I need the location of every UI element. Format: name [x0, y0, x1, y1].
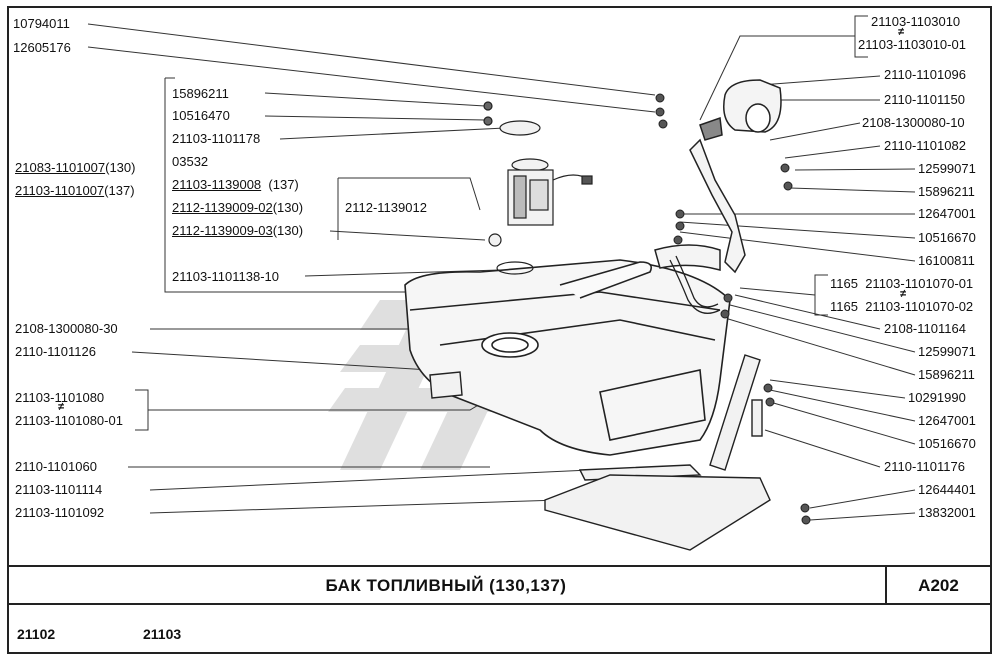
part-label: 2110-1101060 — [15, 459, 97, 474]
fuel-pump — [483, 101, 593, 275]
title-bar: БАК ТОПЛИВНЫЙ (130,137) A202 — [7, 565, 992, 605]
part-label: 03532 — [172, 154, 209, 169]
part-label: 21103-1103010 — [871, 14, 961, 29]
part-label: 15896211 — [918, 184, 975, 199]
part-label: 21103-1101080-01 — [15, 413, 123, 428]
variant-code: (130) — [272, 200, 304, 215]
variant-code: (137) — [268, 177, 299, 192]
part-label: 2112-1139009-02(130) — [172, 200, 303, 215]
quantity-code: 1165 — [830, 276, 858, 291]
page-code: A202 — [918, 576, 959, 595]
mounting-straps — [429, 354, 771, 551]
part-label: 21103-1101092 — [15, 505, 105, 520]
variant-code: (137) — [104, 183, 135, 198]
part-label: 10516670 — [918, 230, 976, 245]
part-label: 2110-1101096 — [884, 67, 966, 82]
part-label: 21103-1101178 — [172, 131, 261, 146]
not-equal-mark: ≠ — [898, 26, 905, 38]
filler-neck — [654, 79, 782, 274]
title-divider — [885, 567, 887, 603]
part-label: 10794011 — [13, 16, 70, 31]
variant-code: (130) — [272, 223, 304, 238]
part-label: 21103-1139008 (137) — [172, 177, 299, 192]
part-label: 10516470 — [172, 108, 230, 123]
variant-code: (130) — [105, 160, 136, 175]
part-number: 21103-1101007 — [15, 183, 105, 198]
part-label: 2112-1139009-03(130) — [172, 223, 303, 238]
part-label: 2108-1300080-30 — [15, 321, 118, 336]
not-equal-mark: ≠ — [900, 288, 907, 300]
model-code: 21102 — [17, 626, 56, 642]
part-number: 2112-1139009-03 — [172, 223, 273, 238]
drawing-frame — [7, 6, 992, 654]
part-number: 2112-1139009-02 — [172, 200, 273, 215]
quantity-code: 1165 — [830, 299, 858, 314]
part-label: 2110-1101150 — [884, 92, 965, 107]
part-label: 15896211 — [172, 86, 229, 101]
not-equal-mark: ≠ — [58, 401, 65, 413]
part-label: 12605176 — [13, 40, 71, 55]
page-title: БАК ТОПЛИВНЫЙ (130,137) — [325, 576, 567, 595]
part-number: 21103-1139008 — [172, 177, 262, 192]
part-label: 2110-1101126 — [15, 344, 96, 359]
model-code: 21103 — [143, 626, 182, 642]
part-label: 2108-1101164 — [884, 321, 966, 336]
part-label: 12599071 — [918, 344, 976, 359]
part-label: 1165 21103-1101070-02 — [830, 299, 973, 314]
fasteners — [655, 93, 811, 525]
part-label: 2110-1101176 — [884, 459, 965, 474]
part-label: 21103-1101007(137) — [15, 183, 135, 198]
part-label: 2110-1101082 — [884, 138, 966, 153]
part-label: 21083-1101007(130) — [15, 160, 135, 175]
part-label: 21103-1101114 — [15, 482, 103, 497]
fuel-tank — [404, 259, 731, 456]
vent-tube — [669, 255, 721, 314]
part-label: 21103-1101080 — [15, 390, 105, 405]
part-label: 16100811 — [918, 253, 975, 268]
part-label: 12644401 — [918, 482, 976, 497]
part-label: 1165 21103-1101070-01 — [830, 276, 973, 291]
part-label: 21103-1103010-01 — [858, 37, 966, 52]
part-label: 10516670 — [918, 436, 976, 451]
part-label: 12647001 — [918, 413, 976, 428]
part-label: 21103-1101138-10 — [172, 269, 279, 284]
part-label: 2112-1139012 — [345, 200, 427, 215]
part-label: 12647001 — [918, 206, 976, 221]
part-number: 21103-1101070-01 — [865, 276, 974, 291]
part-label: 15896211 — [918, 367, 975, 382]
part-number: 21103-1101070-02 — [865, 299, 974, 314]
part-number: 21083-1101007 — [15, 160, 106, 175]
part-label: 10291990 — [908, 390, 966, 405]
part-label: 13832001 — [918, 505, 976, 520]
part-label: 2108-1300080-10 — [862, 115, 965, 130]
part-label: 12599071 — [918, 161, 976, 176]
